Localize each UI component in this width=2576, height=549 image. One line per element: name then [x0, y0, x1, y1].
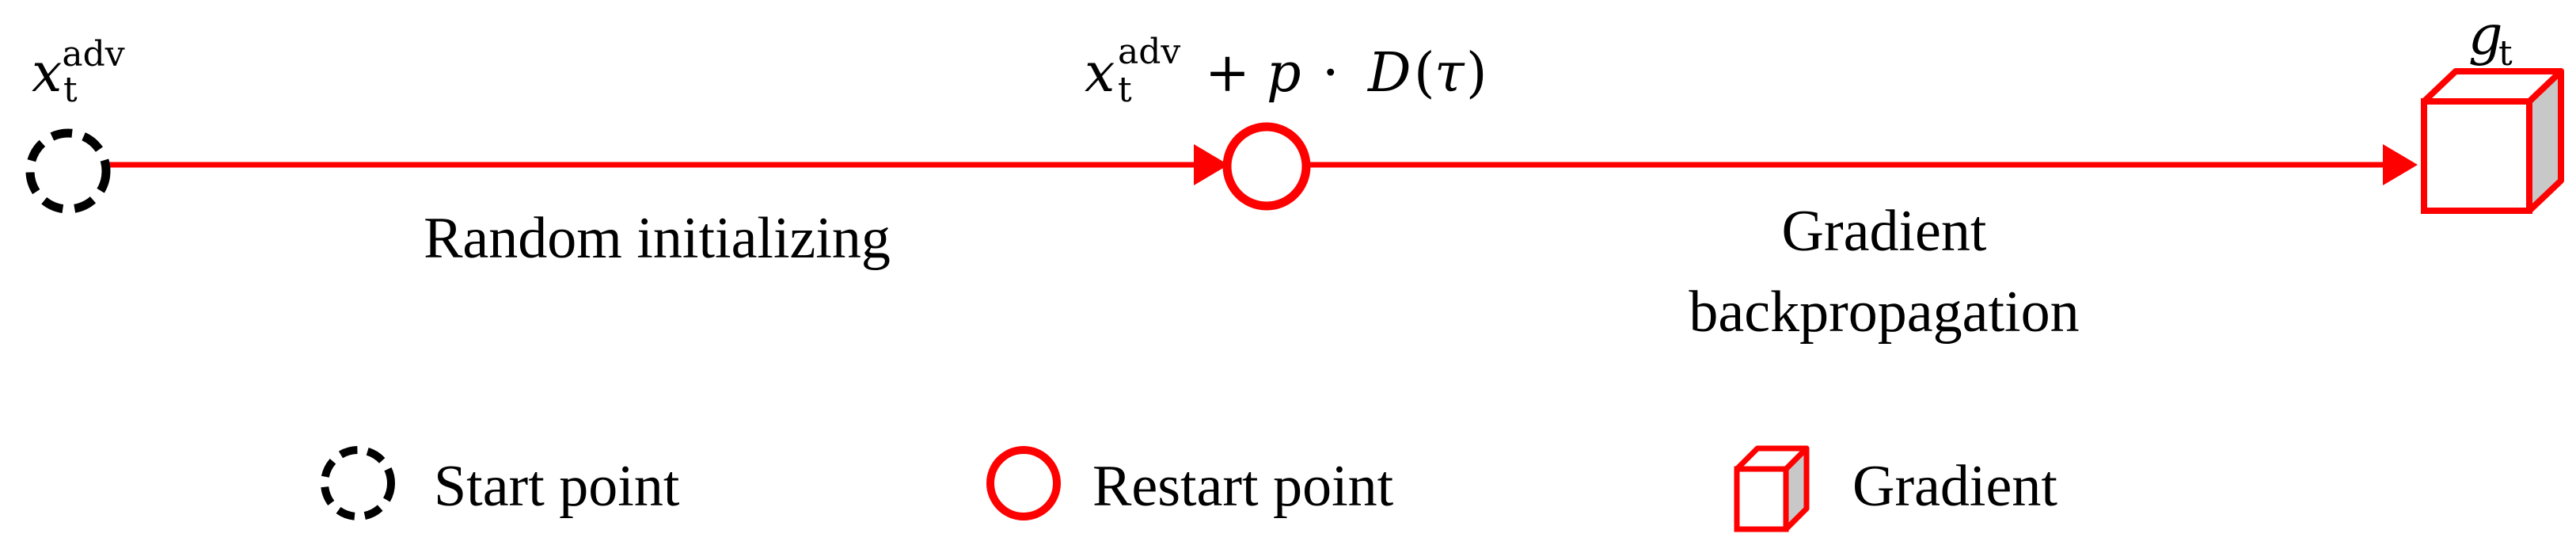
edge-label-random-initializing: Random initializing: [424, 206, 891, 271]
svg-text:D: D: [1366, 42, 1411, 105]
legend-gradient-cube-icon: [1734, 445, 1810, 532]
svg-text:(: (: [1414, 42, 1435, 105]
legend: Start point Restart point Gradient: [321, 445, 2057, 532]
svg-text:+: +: [1205, 42, 1250, 105]
start-node-label-sub: t: [63, 70, 78, 110]
svg-text:t: t: [2498, 33, 2513, 74]
legend-start-point-label: Start point: [434, 454, 680, 519]
restart-node-label: x adv t + p · D ( τ ): [1085, 32, 1487, 110]
svg-text:): ): [1466, 42, 1487, 105]
svg-text:τ: τ: [1434, 42, 1465, 105]
arrow-random-initializing: [109, 144, 1229, 185]
start-node-label: xadv: [32, 34, 125, 105]
legend-gradient-label: Gradient: [1852, 454, 2057, 519]
svg-text:x: x: [1085, 42, 1115, 105]
svg-text:g: g: [2468, 5, 2503, 67]
legend-restart-point-label: Restart point: [1092, 454, 1394, 519]
svg-text:t: t: [1118, 70, 1132, 110]
edge-label-gradient-line2: backpropagation: [1689, 280, 2079, 345]
gradient-cube-icon: [2421, 68, 2564, 214]
start-point-node: [25, 128, 111, 214]
edge-label-gradient-line1: Gradient: [1782, 199, 1987, 264]
svg-text:adv: adv: [1118, 32, 1180, 72]
restart-point-node: [1222, 122, 1311, 211]
svg-text:p: p: [1267, 42, 1301, 105]
legend-start-point-icon: [321, 446, 395, 520]
gradient-node-label: g t: [2468, 5, 2513, 74]
arrow-gradient-backpropagation: [1306, 144, 2418, 185]
svg-text:·: ·: [1322, 42, 1339, 105]
legend-restart-point-icon: [986, 446, 1061, 520]
